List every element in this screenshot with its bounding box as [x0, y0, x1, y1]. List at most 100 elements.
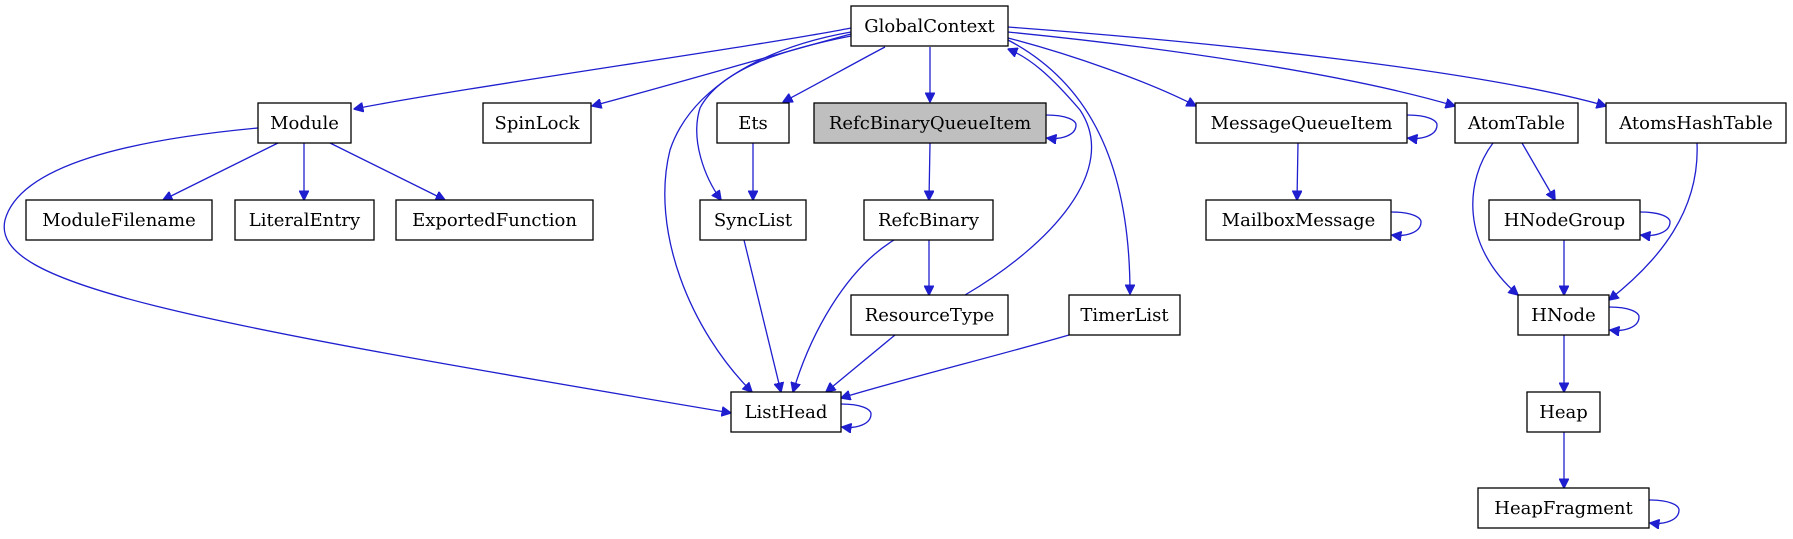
edge-resource-type-to-list-head [826, 334, 896, 392]
node-mailbox-message[interactable]: MailboxMessage [1205, 199, 1392, 241]
node-literal-entry[interactable]: LiteralEntry [234, 199, 375, 241]
node-atom-table[interactable]: AtomTable [1454, 102, 1579, 144]
node-box [1205, 199, 1392, 241]
node-box [1488, 199, 1641, 241]
edge-line [664, 31, 852, 392]
edge-line [1046, 114, 1077, 138]
edge-line [1297, 142, 1298, 200]
edge-timer-list-to-list-head [841, 334, 1070, 398]
edge-line [743, 239, 781, 392]
edge-refc-binary-queue-item-to-refc-binary [929, 142, 930, 200]
node-label: RefcBinaryQueueItem [829, 113, 1031, 134]
edge-refc-binary-queue-item-to-refc-binary-queue-item [1046, 114, 1077, 138]
node-box [1477, 487, 1650, 529]
node-label: AtomsHashTable [1618, 113, 1773, 134]
edge-sync-list-to-list-head [743, 239, 781, 392]
edge-line [783, 46, 886, 102]
node-heap-fragment[interactable]: HeapFragment [1477, 487, 1650, 529]
node-exported-function[interactable]: ExportedFunction [395, 199, 594, 241]
edge-global-context-to-atoms-hash-table [1007, 26, 1606, 106]
edge-line [163, 142, 279, 200]
node-refc-binary-queue-item[interactable]: RefcBinaryQueueItem [813, 102, 1047, 144]
edge-line [1521, 142, 1555, 200]
edge-line [964, 49, 1093, 296]
node-atoms-hash-table[interactable]: AtomsHashTable [1605, 102, 1787, 144]
edge-line [1007, 37, 1196, 106]
edge-global-context-to-list-head [664, 31, 852, 392]
edge-module-to-list-head [3, 127, 731, 413]
node-box [850, 294, 1009, 336]
edge-line [1472, 142, 1518, 295]
edge-list-head-to-list-head [841, 403, 872, 427]
node-box [1195, 102, 1408, 144]
node-spin-lock[interactable]: SpinLock [482, 102, 592, 144]
node-label: MailboxMessage [1222, 210, 1376, 231]
edge-line [1609, 142, 1698, 300]
node-label: ExportedFunction [412, 210, 577, 231]
edges-layer [3, 26, 1698, 523]
node-box [25, 199, 213, 241]
node-label: ResourceType [865, 305, 995, 326]
node-module[interactable]: Module [257, 102, 352, 144]
node-box [257, 102, 352, 144]
edge-module-to-module-filename [163, 142, 279, 200]
edge-line [354, 27, 852, 109]
node-box [699, 199, 807, 241]
node-label: HNode [1531, 305, 1595, 326]
node-box [1068, 294, 1181, 336]
node-refc-binary[interactable]: RefcBinary [863, 199, 994, 241]
edge-h-node-group-to-h-node-group [1640, 211, 1671, 235]
node-label: Module [270, 113, 339, 134]
edge-line [1640, 211, 1671, 235]
node-box [863, 199, 994, 241]
edge-line [3, 127, 731, 413]
edge-line [929, 142, 930, 200]
node-box [395, 199, 594, 241]
node-box [1517, 294, 1610, 336]
node-label: AtomTable [1467, 113, 1565, 134]
node-label: Heap [1539, 402, 1588, 423]
node-list-head[interactable]: ListHead [730, 391, 842, 433]
edge-line [1391, 211, 1422, 235]
node-h-node-group[interactable]: HNodeGroup [1488, 199, 1641, 241]
node-global-context[interactable]: GlobalContext [850, 5, 1009, 47]
edge-refc-binary-to-list-head [793, 239, 895, 392]
node-ets[interactable]: Ets [716, 102, 790, 144]
edge-heap-fragment-to-heap-fragment [1649, 499, 1680, 523]
edge-global-context-to-ets [783, 46, 886, 102]
node-box [813, 102, 1047, 144]
node-label: GlobalContext [864, 16, 995, 37]
node-box [850, 5, 1009, 47]
edge-message-queue-item-to-mailbox-message [1297, 142, 1298, 200]
node-box [1526, 391, 1601, 433]
node-module-filename[interactable]: ModuleFilename [25, 199, 213, 241]
node-label: SpinLock [495, 113, 581, 134]
edge-global-context-to-module [354, 27, 852, 109]
edge-line [841, 403, 872, 427]
node-h-node[interactable]: HNode [1517, 294, 1610, 336]
edge-line [1609, 306, 1640, 330]
edge-line [841, 334, 1070, 398]
node-label: SyncList [714, 210, 793, 231]
edge-line [826, 334, 896, 392]
edge-line [696, 35, 852, 200]
node-message-queue-item[interactable]: MessageQueueItem [1195, 102, 1408, 144]
node-label: HNodeGroup [1504, 210, 1625, 231]
node-label: ModuleFilename [42, 210, 196, 231]
node-resource-type[interactable]: ResourceType [850, 294, 1009, 336]
edge-line [1007, 31, 1455, 106]
node-sync-list[interactable]: SyncList [699, 199, 807, 241]
edge-h-node-to-h-node [1609, 306, 1640, 330]
node-label: Ets [738, 113, 768, 134]
edge-mailbox-message-to-mailbox-message [1391, 211, 1422, 235]
node-box [1454, 102, 1579, 144]
node-box [716, 102, 790, 144]
edge-line [1007, 26, 1606, 106]
node-box [482, 102, 592, 144]
edge-line [329, 142, 445, 200]
node-timer-list[interactable]: TimerList [1068, 294, 1181, 336]
node-heap[interactable]: Heap [1526, 391, 1601, 433]
node-label: ListHead [745, 402, 828, 423]
